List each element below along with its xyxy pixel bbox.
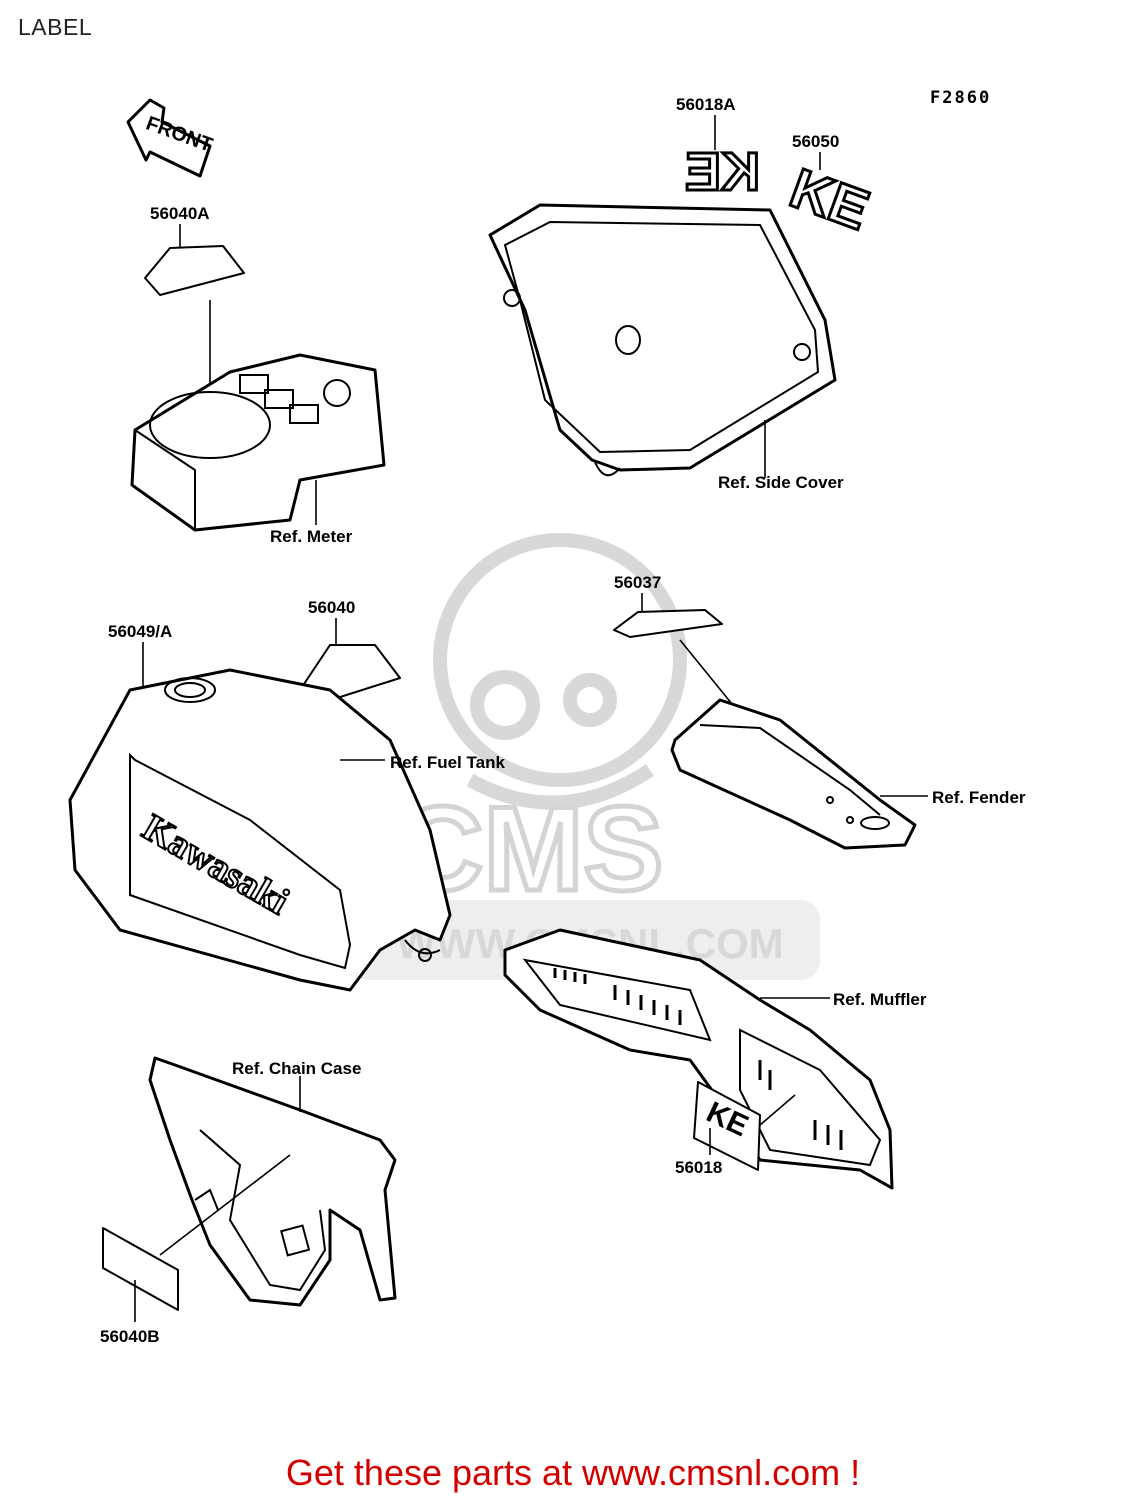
fuel-tank: Kawasaki bbox=[68, 668, 452, 992]
muffler-vent-slots bbox=[553, 968, 843, 1150]
ref-fuel-tank-label: Ref. Fuel Tank bbox=[390, 753, 505, 772]
part-56040A-label[interactable]: 56040A bbox=[150, 204, 210, 223]
rear-fender bbox=[670, 698, 917, 850]
page-title: LABEL bbox=[18, 14, 93, 40]
chain-case-label-decal bbox=[102, 1227, 179, 1311]
side-cover bbox=[488, 203, 837, 477]
meter-housing bbox=[130, 353, 386, 532]
part-56040-label[interactable]: 56040 bbox=[308, 598, 355, 617]
cmsnl-footer-link[interactable]: Get these parts at www.cmsnl.com ! bbox=[285, 1452, 861, 1493]
chain-case bbox=[148, 1056, 397, 1307]
meter-label-decal bbox=[144, 245, 245, 296]
decal-56018A-mirrored: KE bbox=[685, 142, 760, 202]
part-56018A-label[interactable]: 56018A bbox=[676, 95, 736, 114]
part-56018-label[interactable]: 56018 bbox=[675, 1158, 722, 1177]
ref-chain-case-label: Ref. Chain Case bbox=[232, 1059, 361, 1078]
part-56049A-label[interactable]: 56049/A bbox=[108, 622, 172, 641]
decal-56050: KE bbox=[783, 156, 878, 242]
muffler-cover bbox=[503, 928, 894, 1190]
part-56040B-label[interactable]: 56040B bbox=[100, 1327, 160, 1346]
ref-meter-label: Ref. Meter bbox=[270, 527, 353, 546]
ref-fender-label: Ref. Fender bbox=[932, 788, 1026, 807]
cms-watermark: CMS WWW.CMSNL.COM bbox=[350, 533, 820, 980]
fender-label-decal bbox=[613, 609, 723, 638]
front-arrow-icon: FRONT bbox=[126, 98, 215, 178]
figure-code: F2860 bbox=[930, 88, 991, 108]
part-56037-label[interactable]: 56037 bbox=[614, 573, 661, 592]
part-56050-label[interactable]: 56050 bbox=[792, 132, 839, 151]
ref-muffler-label: Ref. Muffler bbox=[833, 990, 927, 1009]
muffler-ke-decal-plate bbox=[693, 1081, 761, 1171]
ref-side-cover-label: Ref. Side Cover bbox=[718, 473, 844, 492]
